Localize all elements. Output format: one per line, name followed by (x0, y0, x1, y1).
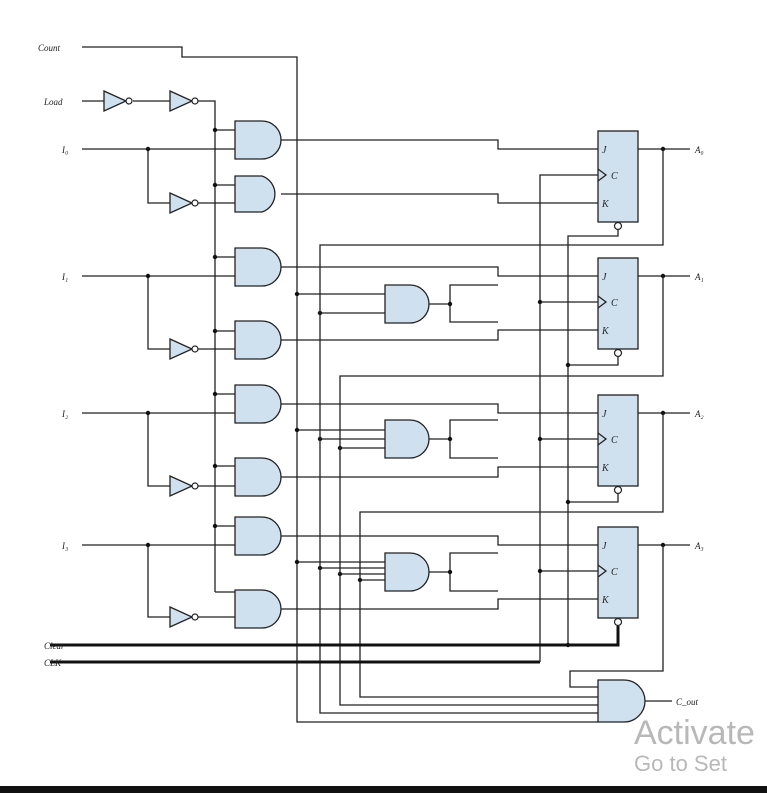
carry-out-gate (597, 679, 672, 723)
watermark-line-1: Activate (634, 714, 755, 752)
load-buffer-1 (103, 89, 133, 113)
ff1-j-label: J (602, 272, 607, 283)
increment-wires (294, 284, 498, 592)
ff1-k-label: K (601, 326, 610, 337)
ff2-j-label: J (602, 409, 607, 420)
ff2-c-label: C (611, 435, 618, 446)
count-label: Count (38, 43, 61, 53)
ff3-j-label: J (602, 541, 607, 552)
clear-label: Clear (44, 641, 65, 651)
i0-label: I₀ (61, 145, 68, 155)
bottom-border (0, 786, 767, 793)
a0-label: A₀ (694, 145, 704, 155)
ff2-k-label: K (601, 463, 610, 474)
increment-and-gates (384, 284, 430, 592)
ff3-k-label: K (601, 595, 610, 606)
gate-output-wires (281, 139, 598, 610)
load-label: Load (43, 97, 63, 107)
clear-line (50, 230, 620, 648)
clk-label: CLK (44, 658, 62, 668)
a2-label: A₂ (694, 409, 704, 419)
ff0-c-label: C (611, 171, 618, 182)
i1-line (82, 254, 235, 361)
load-and-gates (234, 120, 282, 629)
i1-label: I₁ (61, 272, 68, 282)
i3-label: I₃ (61, 541, 68, 551)
c-out-label: C_out (676, 697, 699, 707)
ff1-c-label: C (611, 298, 618, 309)
a1-label: A₁ (694, 272, 704, 282)
count-line (82, 46, 598, 723)
activation-watermark: Activate Go to Set (634, 716, 755, 775)
flipflop-0 (597, 130, 639, 231)
clock-line (50, 174, 598, 664)
flipflop-2 (597, 394, 639, 495)
load-line (82, 100, 216, 592)
i2-label: I₂ (61, 409, 68, 419)
i0-line (82, 127, 235, 215)
i3-line (82, 523, 235, 629)
flipflop-output-wires (319, 146, 690, 714)
a3-label: A₃ (694, 541, 704, 551)
flipflop-1 (597, 257, 639, 358)
i2-line (82, 391, 235, 498)
flipflop-3 (597, 526, 639, 627)
ff3-c-label: C (611, 567, 618, 578)
load-buffer-2 (169, 89, 199, 113)
watermark-line-2: Go to Set (634, 751, 727, 776)
ff0-k-label: K (601, 199, 610, 210)
ff0-j-label: J (602, 145, 607, 156)
